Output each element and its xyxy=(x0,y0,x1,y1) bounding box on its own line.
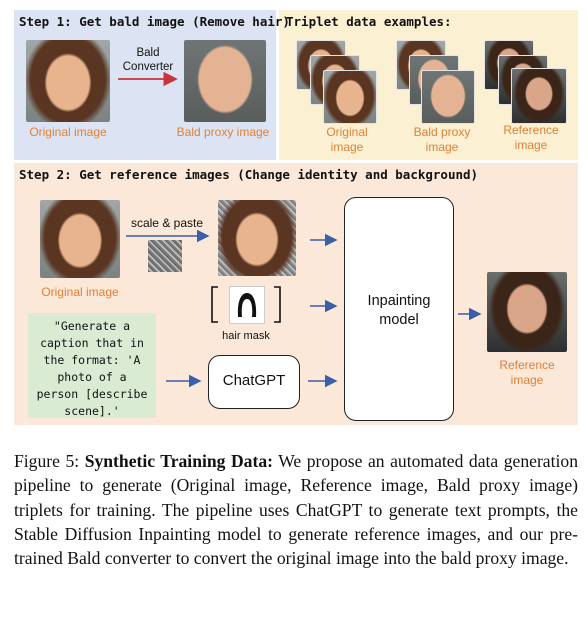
triplet-original-label: Original image xyxy=(312,125,382,155)
step1-original-label: Original image xyxy=(29,125,107,139)
scale-paste-label: scale & paste xyxy=(130,216,204,230)
prompt-line5: person [describe xyxy=(36,387,148,401)
step2-reference-label-line2: image xyxy=(510,373,544,387)
hair-mask-shape-icon xyxy=(237,293,257,317)
hair-mask-image xyxy=(229,286,265,324)
inpainting-box: Inpainting model xyxy=(344,197,454,421)
step2-reference-label: Reference image xyxy=(483,358,571,388)
triplet-original-label-line1: Original xyxy=(326,125,368,139)
hair-mask-label: hair mask xyxy=(222,330,270,342)
step1-original-photo xyxy=(26,40,110,122)
converter-label-line1: Bald xyxy=(136,47,160,59)
triplet-original-front xyxy=(323,70,377,124)
triplet-reference-front xyxy=(511,68,567,124)
step1-title: Step 1: Get bald image (Remove hair) xyxy=(19,14,290,29)
step2-reference-photo xyxy=(487,272,567,352)
figure-caption: Figure 5: Synthetic Training Data: We pr… xyxy=(14,449,578,570)
noise-patch xyxy=(148,240,182,272)
step1-bald-photo xyxy=(184,40,266,122)
step2-reference-label-line1: Reference xyxy=(499,358,555,372)
mask-bracket-left xyxy=(211,286,218,323)
triplet-bald-label-line2: image xyxy=(425,140,459,154)
converter-label-line2: Converter xyxy=(122,61,174,73)
triplet-bald-label: Bald proxy image xyxy=(402,125,482,155)
triplet-bald-front xyxy=(421,70,475,124)
mask-bracket-right xyxy=(274,286,281,323)
triplet-reference-label: Reference image xyxy=(494,123,568,153)
chatgpt-label: ChatGPT xyxy=(222,372,286,389)
converter-label: Bald Converter xyxy=(112,46,184,74)
step1-bald-label: Bald proxy image xyxy=(176,125,270,139)
triplet-reference-label-line1: Reference xyxy=(503,123,559,137)
prompt-line4: photo of a xyxy=(57,370,127,384)
step2-original-photo xyxy=(40,200,120,278)
caption-bold-title: Synthetic Training Data: xyxy=(84,451,273,471)
step2-original-label: Original image xyxy=(41,285,119,299)
caption-figure-label: Figure 5: xyxy=(14,451,80,471)
prompt-line3: the format: 'A xyxy=(43,353,141,367)
inpainting-label-line1: Inpainting xyxy=(367,293,431,309)
triplet-bald-label-line1: Bald proxy xyxy=(413,125,471,139)
chatgpt-box: ChatGPT xyxy=(208,355,300,409)
prompt-line6: scene].' xyxy=(64,404,120,418)
prompt-line1: "Generate a xyxy=(53,319,131,333)
pasted-face-photo xyxy=(218,200,296,276)
prompt-line2: caption that in xyxy=(40,336,144,350)
step2-title: Step 2: Get reference images (Change ide… xyxy=(19,167,479,182)
inpainting-label: Inpainting model xyxy=(345,292,453,330)
triplet-original-label-line2: image xyxy=(330,140,364,154)
triplet-title: Triplet data examples: xyxy=(286,14,452,29)
triplet-reference-label-line2: image xyxy=(514,138,548,152)
caption-body: We propose an automated data generation … xyxy=(14,451,578,569)
prompt-box: "Generate a caption that in the format: … xyxy=(28,313,156,418)
inpainting-label-line2: model xyxy=(379,312,419,328)
